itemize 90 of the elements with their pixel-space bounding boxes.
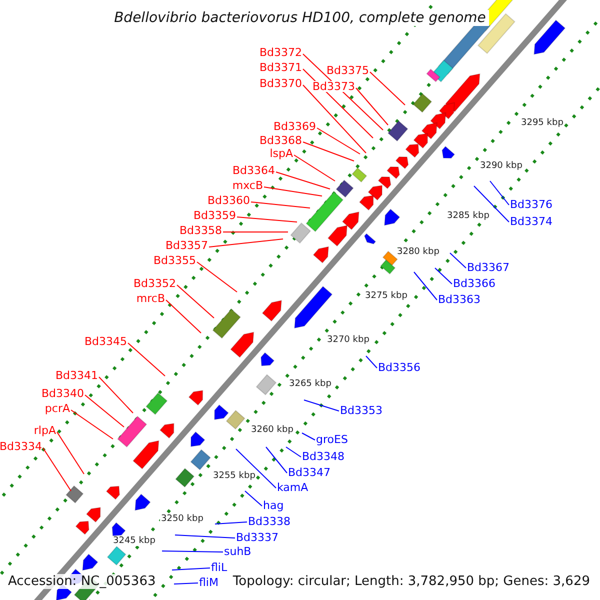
gene-label: Bd3369 bbox=[273, 121, 316, 132]
gene-label: Bd3370 bbox=[259, 78, 302, 89]
leader-line bbox=[450, 252, 466, 268]
leader-line bbox=[264, 186, 322, 196]
gene-label: rlpA bbox=[34, 425, 56, 436]
gene-label: Bd3363 bbox=[438, 294, 481, 305]
leader-line bbox=[244, 490, 262, 506]
leader-line bbox=[172, 568, 210, 570]
leader-line bbox=[356, 88, 388, 126]
leader-line bbox=[490, 180, 510, 206]
gene-label: Bd3338 bbox=[248, 516, 291, 527]
gene-label: Bd3345 bbox=[84, 336, 127, 347]
gene-label: Bd3340 bbox=[41, 388, 84, 399]
gene-label: Bd3337 bbox=[236, 532, 279, 543]
gene-label: Bd3353 bbox=[340, 405, 383, 416]
leader-line bbox=[304, 400, 340, 412]
accession-note: Accession: NC_005363 bbox=[6, 574, 158, 589]
gene-label: suhB bbox=[224, 546, 252, 557]
gene-label: fliL bbox=[211, 562, 228, 573]
gene-label: groES bbox=[316, 434, 348, 445]
leader-line bbox=[84, 394, 124, 428]
leader-line bbox=[370, 72, 406, 106]
leader-line bbox=[174, 582, 198, 584]
leader-line bbox=[128, 342, 166, 376]
gene-label: Bd3334 bbox=[0, 441, 42, 452]
scale-label: 3250 kbp bbox=[160, 515, 204, 524]
scale-label: 3295 kbp bbox=[520, 119, 564, 128]
scale-label: 3285 kbp bbox=[446, 212, 490, 221]
leader-line bbox=[302, 432, 316, 440]
leader-line bbox=[276, 172, 330, 190]
gene-label: Bd3373 bbox=[312, 81, 355, 92]
genome-info-note: Topology: circular; Length: 3,782,950 bp; Genes: 3,629 bbox=[230, 574, 592, 589]
gene-label: Bd3374 bbox=[510, 216, 553, 227]
gene-label: Bd3371 bbox=[259, 62, 302, 73]
leader-line bbox=[176, 284, 214, 318]
leader-line bbox=[294, 154, 336, 182]
gene-label: Bd3357 bbox=[165, 240, 208, 251]
leader-line bbox=[250, 202, 310, 208]
leader-line bbox=[208, 238, 284, 248]
leader-line bbox=[316, 128, 360, 154]
leader-line bbox=[236, 216, 298, 222]
scale-label: 3255 kbp bbox=[212, 472, 256, 481]
leader-line bbox=[196, 262, 238, 292]
leader-line bbox=[236, 448, 276, 488]
gene-label: Bd3355 bbox=[153, 255, 196, 266]
gene-label: kamA bbox=[277, 482, 308, 493]
gene-label: Bd3352 bbox=[133, 278, 176, 289]
gene-label: Bd3366 bbox=[453, 278, 496, 289]
leader-line bbox=[214, 522, 248, 524]
leader-line bbox=[474, 186, 510, 222]
scale-label: 3275 kbp bbox=[364, 292, 408, 301]
scale-label: 3280 kbp bbox=[396, 248, 440, 257]
leader-line bbox=[98, 376, 134, 414]
leader-line bbox=[162, 550, 224, 552]
leader-line bbox=[366, 356, 378, 368]
scale-label: 3260 kbp bbox=[250, 426, 294, 435]
gene-label: Bd3356 bbox=[378, 362, 421, 373]
scale-label: 3265 kbp bbox=[288, 380, 332, 389]
gene-label: Bd3359 bbox=[193, 210, 236, 221]
gene-label: Bd3372 bbox=[259, 47, 302, 58]
gene-label: fliM bbox=[199, 577, 218, 588]
leader-line bbox=[42, 448, 72, 492]
leader-line bbox=[434, 268, 452, 284]
leader-line bbox=[302, 84, 366, 154]
scale-label: 3290 kbp bbox=[479, 162, 524, 171]
gene-label: lspA bbox=[270, 148, 293, 159]
gene-label: mrcB bbox=[136, 293, 165, 304]
gene-label: Bd3341 bbox=[55, 370, 98, 381]
gene-label: Bd3347 bbox=[288, 467, 331, 478]
leader-line bbox=[302, 142, 354, 162]
leader-line bbox=[56, 432, 84, 474]
gene-label: Bd3368 bbox=[259, 135, 302, 146]
gene-label: pcrA bbox=[44, 403, 70, 414]
leader-line bbox=[266, 446, 288, 474]
gene-label: Bd3375 bbox=[326, 65, 369, 76]
gene-label: Bd3360 bbox=[207, 195, 250, 206]
gene-label: Bd3358 bbox=[179, 225, 222, 236]
leader-line bbox=[70, 410, 114, 440]
gene-label: mxcB bbox=[232, 180, 263, 191]
leader-line bbox=[414, 272, 438, 300]
gene-label: hag bbox=[263, 500, 284, 511]
leader-line bbox=[174, 534, 236, 538]
scale-label: 3245 kbp bbox=[112, 537, 156, 546]
scale-label: 3270 kbp bbox=[326, 336, 370, 345]
gene-label: Bd3348 bbox=[302, 451, 345, 462]
gene-label: Bd3367 bbox=[467, 262, 510, 273]
leader-line bbox=[166, 300, 202, 334]
gene-label: Bd3376 bbox=[510, 199, 553, 210]
leader-line bbox=[286, 446, 302, 458]
gene-label: Bd3364 bbox=[232, 165, 275, 176]
